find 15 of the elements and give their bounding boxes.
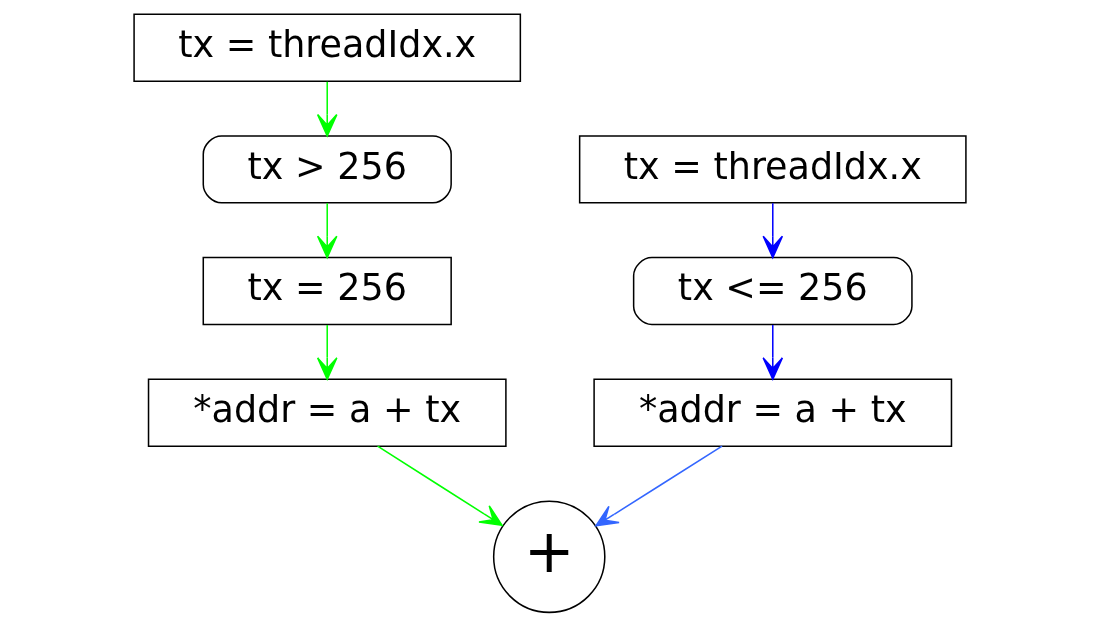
- arrow: [595, 445, 723, 527]
- arrow: [316, 202, 338, 259]
- node-box: tx = 256: [202, 256, 452, 326]
- node-box: tx = threadIdx.x: [578, 135, 967, 204]
- arrow: [316, 80, 338, 137]
- arrow: [762, 324, 784, 380]
- node-box: tx = threadIdx.x: [133, 13, 522, 82]
- node-box: *addr = a + tx: [593, 378, 953, 447]
- node-box: *addr = a + tx: [147, 378, 507, 447]
- arrow: [762, 202, 784, 259]
- arrow: [316, 324, 338, 380]
- arrow: [376, 445, 503, 527]
- node-box: tx <= 256: [632, 256, 913, 326]
- node-box: tx > 256: [202, 135, 452, 204]
- node-circle: +: [492, 500, 606, 614]
